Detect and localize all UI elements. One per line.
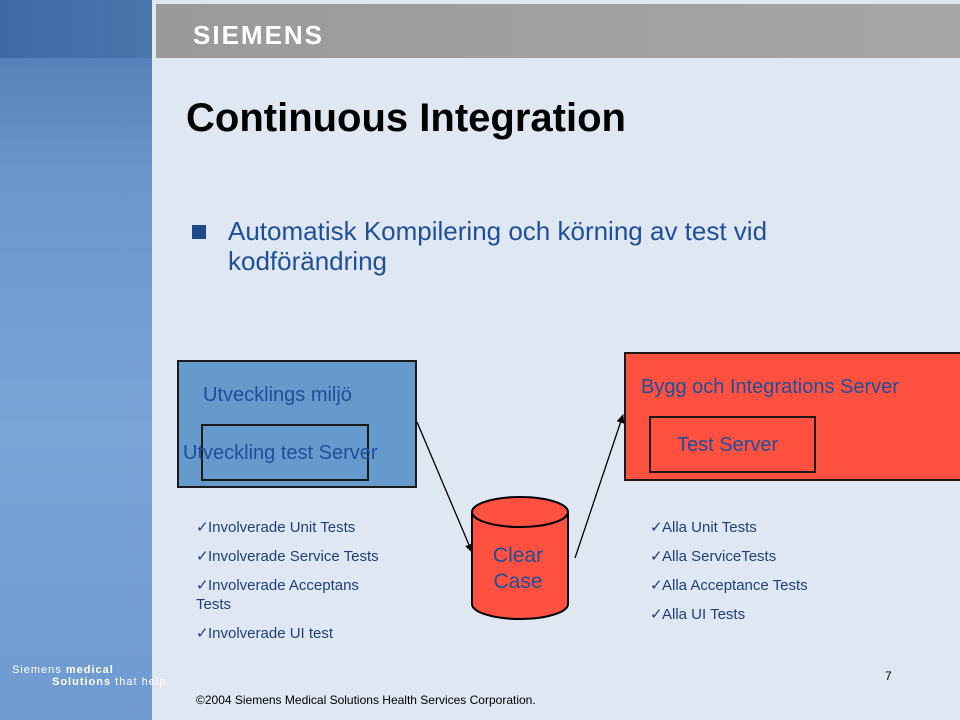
checkmark-icon: ✓ <box>196 625 209 642</box>
header-band <box>0 0 960 58</box>
dev-environment-title: Utvecklings miljö <box>203 384 352 406</box>
checkmark-icon: ✓ <box>196 519 209 536</box>
checklist-item: ✓Involverade Unit Tests <box>196 519 356 536</box>
siemens-logo: SIEMENS <box>193 20 325 50</box>
checklist-item: ✓Alla Unit Tests <box>650 519 757 536</box>
checkmark-icon: ✓ <box>196 548 209 565</box>
siemens-medical-logo: Siemens medical Solutions that help <box>12 664 167 688</box>
checklist-item: ✓Alla Acceptance Tests <box>650 577 808 594</box>
checkmark-icon: ✓ <box>650 606 663 623</box>
dev-checklist: ✓Involverade Unit Tests ✓Involverade Ser… <box>196 518 436 653</box>
repository-label: Clear Case <box>473 543 563 595</box>
repository-cylinder-icon <box>471 496 569 620</box>
dev-test-server-label: Utveckling test Server <box>183 442 378 464</box>
checkmark-icon: ✓ <box>650 577 663 594</box>
checklist-item: ✓Involverade Acceptans Tests <box>196 577 359 613</box>
slide-title: Continuous Integration <box>186 96 626 140</box>
repository-label-line2: Case <box>493 570 543 593</box>
copyright-text: ©2004 Siemens Medical Solutions Health S… <box>196 693 536 707</box>
page-number: 7 <box>885 669 892 683</box>
checklist-item: ✓Involverade UI test <box>196 625 334 642</box>
checkmark-icon: ✓ <box>196 577 209 594</box>
checkmark-icon: ✓ <box>650 548 663 565</box>
checklist-item: ✓Alla ServiceTests <box>650 548 777 565</box>
checklist-item: ✓Involverade Service Tests <box>196 548 379 565</box>
build-checklist: ✓Alla Unit Tests ✓Alla ServiceTests ✓All… <box>650 518 890 634</box>
left-decorative-band <box>0 0 152 720</box>
dev-to-repo-arrow <box>416 421 473 553</box>
repository-label-line1: Clear <box>492 544 544 567</box>
test-server-box <box>649 416 816 473</box>
bullet-text: Automatisk Kompilering och körning av te… <box>228 216 768 276</box>
checkmark-icon: ✓ <box>650 519 663 536</box>
header-divider <box>152 0 156 58</box>
checklist-item: ✓Alla UI Tests <box>650 606 746 623</box>
square-bullet-icon <box>192 225 206 239</box>
build-server-title: Bygg och Integrations Server <box>641 376 899 398</box>
header-top-strip <box>152 0 960 4</box>
test-server-label: Test Server <box>677 434 779 456</box>
repo-to-build-arrow <box>574 414 625 559</box>
dev-test-server-box <box>201 424 369 481</box>
